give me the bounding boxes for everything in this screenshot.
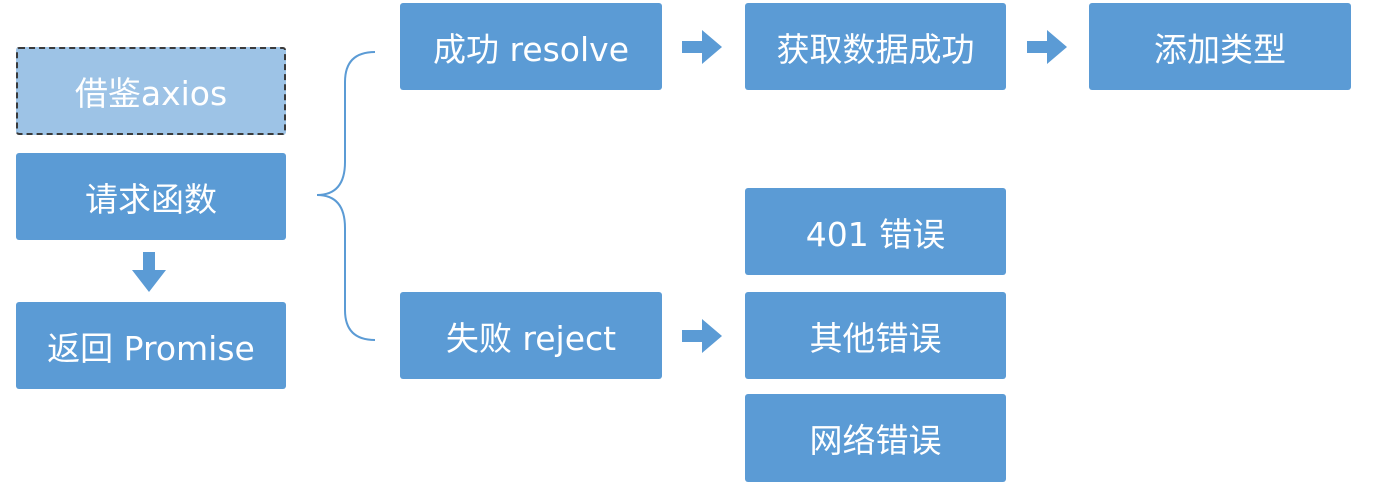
add-type-node: 添加类型: [1089, 3, 1351, 90]
other-error-node: 其他错误: [745, 292, 1006, 379]
reference-axios-node: 借鉴axios: [16, 47, 286, 135]
node-label: 返回 Promise: [47, 328, 255, 368]
branch-brace: [316, 51, 376, 341]
failure-reject-node: 失败 reject: [400, 292, 662, 379]
down-arrow-icon: [132, 252, 166, 292]
node-label: 借鉴axios: [74, 74, 228, 113]
request-function-node: 请求函数: [16, 153, 286, 240]
node-label: 其他错误: [809, 318, 942, 358]
node-label: 401 错误: [805, 214, 946, 254]
success-resolve-node: 成功 resolve: [400, 3, 662, 90]
node-label: 网络错误: [809, 421, 942, 460]
right-arrow-icon: [682, 30, 722, 64]
return-promise-node: 返回 Promise: [16, 302, 286, 389]
fetch-data-success-node: 获取数据成功: [745, 3, 1006, 90]
network-error-node: 网络错误: [745, 394, 1006, 482]
node-label: 失败 reject: [445, 318, 617, 358]
node-label: 获取数据成功: [776, 29, 975, 69]
node-label: 成功 resolve: [432, 29, 630, 69]
right-arrow-icon: [1027, 30, 1067, 64]
right-arrow-icon: [682, 319, 722, 353]
node-label: 添加类型: [1154, 29, 1286, 69]
error-401-node: 401 错误: [745, 188, 1006, 275]
node-label: 请求函数: [85, 179, 217, 219]
